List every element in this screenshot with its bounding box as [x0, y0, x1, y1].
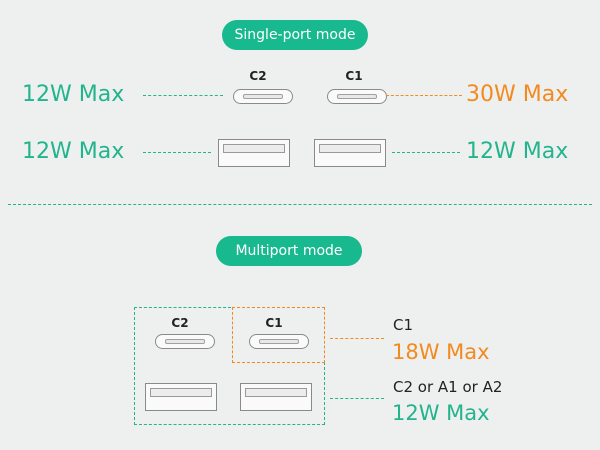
multiport-c1-caption: C1 — [393, 316, 414, 334]
usb-c-port-c1-icon — [327, 89, 387, 104]
a1-power-label: 12W Max — [466, 139, 569, 164]
multiport-c2-label: C2 — [171, 316, 189, 330]
single-port-mode-badge: Single-port mode — [222, 20, 368, 50]
usb-a-port-a2-icon — [218, 139, 290, 167]
a2-connector-line — [143, 152, 211, 153]
a2-power-label: 12W Max — [22, 139, 125, 164]
c1-port-label: C1 — [345, 69, 363, 83]
multiport-c1-connector-line — [330, 338, 384, 339]
usb-c-port-c2-icon — [233, 89, 293, 104]
multiport-group-caption: C2 or A1 or A2 — [393, 378, 503, 396]
multiport-c1-power: 18W Max — [392, 340, 490, 364]
c2-power-label: 12W Max — [22, 82, 125, 107]
c1-power-label: 30W Max — [466, 82, 569, 107]
multiport-usb-c-c1-icon — [249, 334, 309, 349]
multiport-c1-label: C1 — [265, 316, 283, 330]
multiport-usb-a2-icon — [145, 383, 217, 411]
multiport-group-power: 12W Max — [392, 401, 490, 425]
multiport-mode-badge: Multiport mode — [216, 236, 362, 266]
section-divider — [8, 204, 592, 205]
usb-a-port-a1-icon — [314, 139, 386, 167]
a1-connector-line — [392, 152, 460, 153]
multiport-group-connector-line — [330, 398, 384, 399]
shared-ports-group-box — [134, 307, 325, 425]
c2-connector-line — [143, 95, 223, 96]
c1-port-box — [232, 307, 325, 363]
multiport-usb-c-c2-icon — [155, 334, 215, 349]
c2-port-label: C2 — [249, 69, 267, 83]
multiport-usb-a1-icon — [240, 383, 312, 411]
c1-connector-line — [386, 95, 462, 96]
